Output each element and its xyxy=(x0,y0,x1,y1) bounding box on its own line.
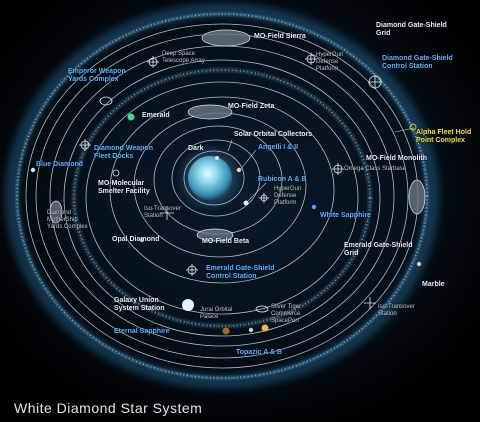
label-white-sapphire: White Sapphire xyxy=(320,212,371,219)
label-angelli: Angelli I & II xyxy=(258,144,299,151)
mo-field-sierra-shape[interactable] xyxy=(201,29,251,47)
label-jurai-orbital-palace: Jurai Orbital Palace xyxy=(200,307,233,320)
asteroid-belts xyxy=(15,12,429,380)
label-emperor-weapon-yards: Emperor Weapon Yards Complex xyxy=(68,68,126,83)
label-eternal-sapphire: Eternal Sapphire xyxy=(114,328,170,335)
label-emerald-gate-shield-grid: Emerald Gate-Shield Grid xyxy=(344,242,413,257)
label-topazic: Topazic A & B xyxy=(236,349,283,356)
mo-field-beta-shape[interactable] xyxy=(196,228,234,242)
planet-eternal-sapphire[interactable] xyxy=(182,299,194,311)
iso-transover-outer-marker[interactable] xyxy=(364,297,376,309)
fleet-docks-marker[interactable] xyxy=(79,139,91,151)
hypergun-platform-top-marker[interactable] xyxy=(305,53,317,65)
mo-fields xyxy=(49,29,426,242)
planet-jurai[interactable] xyxy=(222,327,230,335)
leader-solar-collectors xyxy=(227,139,233,152)
label-diamond-weapon-fleet-docks: Diamond Weapon Fleet Docks xyxy=(94,145,153,160)
orbit-ring-5 xyxy=(85,81,359,315)
label-iso-transover-outer: Iso-Transover Station xyxy=(378,304,415,317)
leader-alpha-fleet xyxy=(394,127,415,133)
planet-marble[interactable] xyxy=(416,261,422,267)
planet-dark[interactable] xyxy=(215,156,219,160)
leader-rubicon xyxy=(246,182,267,203)
label-mo-field-sierra: MO-Field Sierra xyxy=(254,33,306,40)
label-marble: Marble xyxy=(422,281,445,288)
mo-field-zeta-shape[interactable] xyxy=(187,104,233,120)
alpha-fleet-marker[interactable] xyxy=(409,123,417,131)
label-silver-tiger-spaceport: Silver Tiger Commerce SpacePort xyxy=(271,304,302,324)
label-deep-space-telescope: Deep Space Telescope Array xyxy=(162,51,205,64)
planet-opal-diamond[interactable] xyxy=(139,237,145,243)
label-emerald-gate-shield-control: Emerald Gate-Shield Control Station xyxy=(206,265,275,280)
label-mo-field-monolith: MO-Field Monolith xyxy=(366,155,428,162)
diamond-gate-shield-control-marker[interactable] xyxy=(368,75,382,89)
planet-topazic-a[interactable] xyxy=(261,324,269,332)
leader-lines xyxy=(227,127,415,203)
silver-tiger-marker[interactable] xyxy=(255,305,269,313)
label-hypergun-defense-inner: HyperGun Defense Platform xyxy=(274,186,302,206)
outer-asteroid-belt-dots xyxy=(16,13,428,379)
iso-transover-inner-marker[interactable] xyxy=(160,206,174,220)
planet-topazic-b[interactable] xyxy=(248,327,254,333)
mo-field-monolith-shape[interactable] xyxy=(408,179,426,215)
label-mo-molecular-smelter: MO-Molecular Smelter Facility xyxy=(98,180,150,195)
omega-starbase-marker[interactable] xyxy=(332,163,344,175)
label-mo-field-beta: MO-Field Beta xyxy=(202,238,250,245)
label-hypergun-defense-top: HyperGun Defense Platform xyxy=(316,52,344,72)
diagram-title: White Diamond Star System xyxy=(14,400,203,416)
label-opal-diamond: Opal Diamond xyxy=(112,236,160,243)
orbit-ring-6 xyxy=(63,59,381,337)
label-dark: Dark xyxy=(188,145,204,152)
label-omega-class-starbase: Omega Class Starbase xyxy=(344,166,407,172)
label-galaxy-union-station: Galaxy Union System Station xyxy=(114,297,165,312)
smelter-marker[interactable] xyxy=(112,169,120,177)
planet-white-sapphire[interactable] xyxy=(311,204,317,210)
label-diamond-mothership-yards: Diamond MotherShip Yards Complex xyxy=(47,210,88,230)
emerald-gate-control-marker[interactable] xyxy=(186,264,198,276)
label-iso-transover-inner: Iso-Transover Station xyxy=(144,206,181,219)
label-mo-field-zeta: MO-Field Zeta xyxy=(228,103,275,110)
label-solar-orbital-collectors: Solar Orbital Collectors xyxy=(234,131,313,138)
planet-blue-diamond[interactable] xyxy=(30,167,36,173)
planet-angelli[interactable] xyxy=(236,167,242,173)
station-markers xyxy=(79,53,417,313)
orbit-ring-1 xyxy=(171,139,261,217)
planets xyxy=(30,113,422,335)
planet-emerald[interactable] xyxy=(127,113,135,121)
middle-asteroid-belt-dots xyxy=(73,69,371,327)
telescope-array-marker[interactable] xyxy=(147,56,159,68)
label-rubicon: Rubicon A & B xyxy=(258,176,307,183)
white-diamond-star[interactable] xyxy=(188,156,232,200)
label-blue-diamond: Blue Diamond xyxy=(36,161,84,168)
leader-angelli xyxy=(239,149,257,171)
label-emerald: Emerald xyxy=(142,112,170,119)
mo-field-left-shape[interactable] xyxy=(49,200,63,224)
outer-glow xyxy=(5,3,439,389)
label-diamond-gate-shield-control: Diamond Gate-Shield Control Station xyxy=(382,55,453,70)
emperor-yards-marker[interactable] xyxy=(99,96,113,106)
orbit-ring-4 xyxy=(109,96,335,284)
hypergun-inner-marker[interactable] xyxy=(259,193,269,203)
label-diamond-gate-shield-grid: Diamond Gate-Shield Grid xyxy=(376,22,447,37)
label-alpha-fleet-hold: Alpha Fleet Hold Point Complex xyxy=(416,129,472,144)
